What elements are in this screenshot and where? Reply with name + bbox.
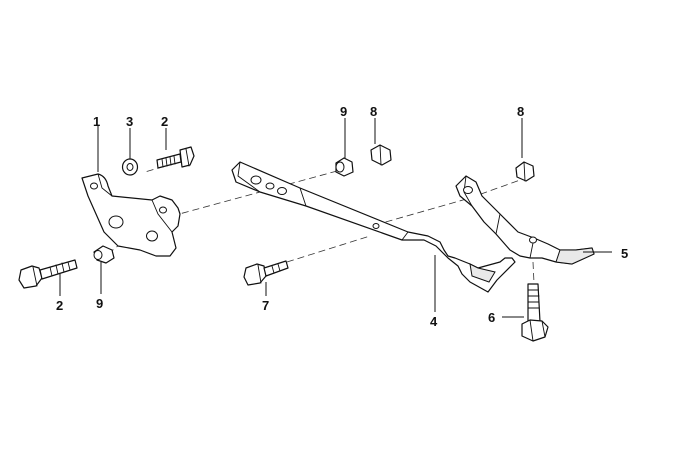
callout-6: 6 (488, 310, 495, 325)
bolt-lower (18, 259, 78, 289)
callout-1: 1 (93, 114, 100, 129)
callout-4: 4 (430, 314, 438, 329)
washer (121, 158, 139, 176)
bolt-upper (156, 146, 195, 169)
leader-lines (59, 118, 612, 318)
callout-labels: 1 2 3 2 9 9 8 8 7 4 5 6 (56, 104, 628, 329)
callout-9-lower: 9 (96, 296, 103, 311)
support-strut (231, 161, 516, 293)
bolt-middle (243, 260, 289, 286)
spacer-sleeve-lower (93, 245, 115, 264)
callout-9-upper: 9 (340, 104, 347, 119)
long-bolt (521, 283, 549, 342)
callout-8-right: 8 (517, 104, 524, 119)
nut-upper (370, 144, 392, 166)
support-bracket (455, 175, 595, 265)
spacer-sleeve-upper (335, 157, 354, 177)
callout-7: 7 (262, 298, 269, 313)
callout-5: 5 (621, 246, 628, 261)
callout-8-upper: 8 (370, 104, 377, 119)
callout-2-upper: 2 (161, 114, 168, 129)
nut-right (515, 161, 535, 182)
callout-2-lower: 2 (56, 298, 63, 313)
mounting-bracket (81, 173, 181, 257)
callout-3: 3 (126, 114, 133, 129)
